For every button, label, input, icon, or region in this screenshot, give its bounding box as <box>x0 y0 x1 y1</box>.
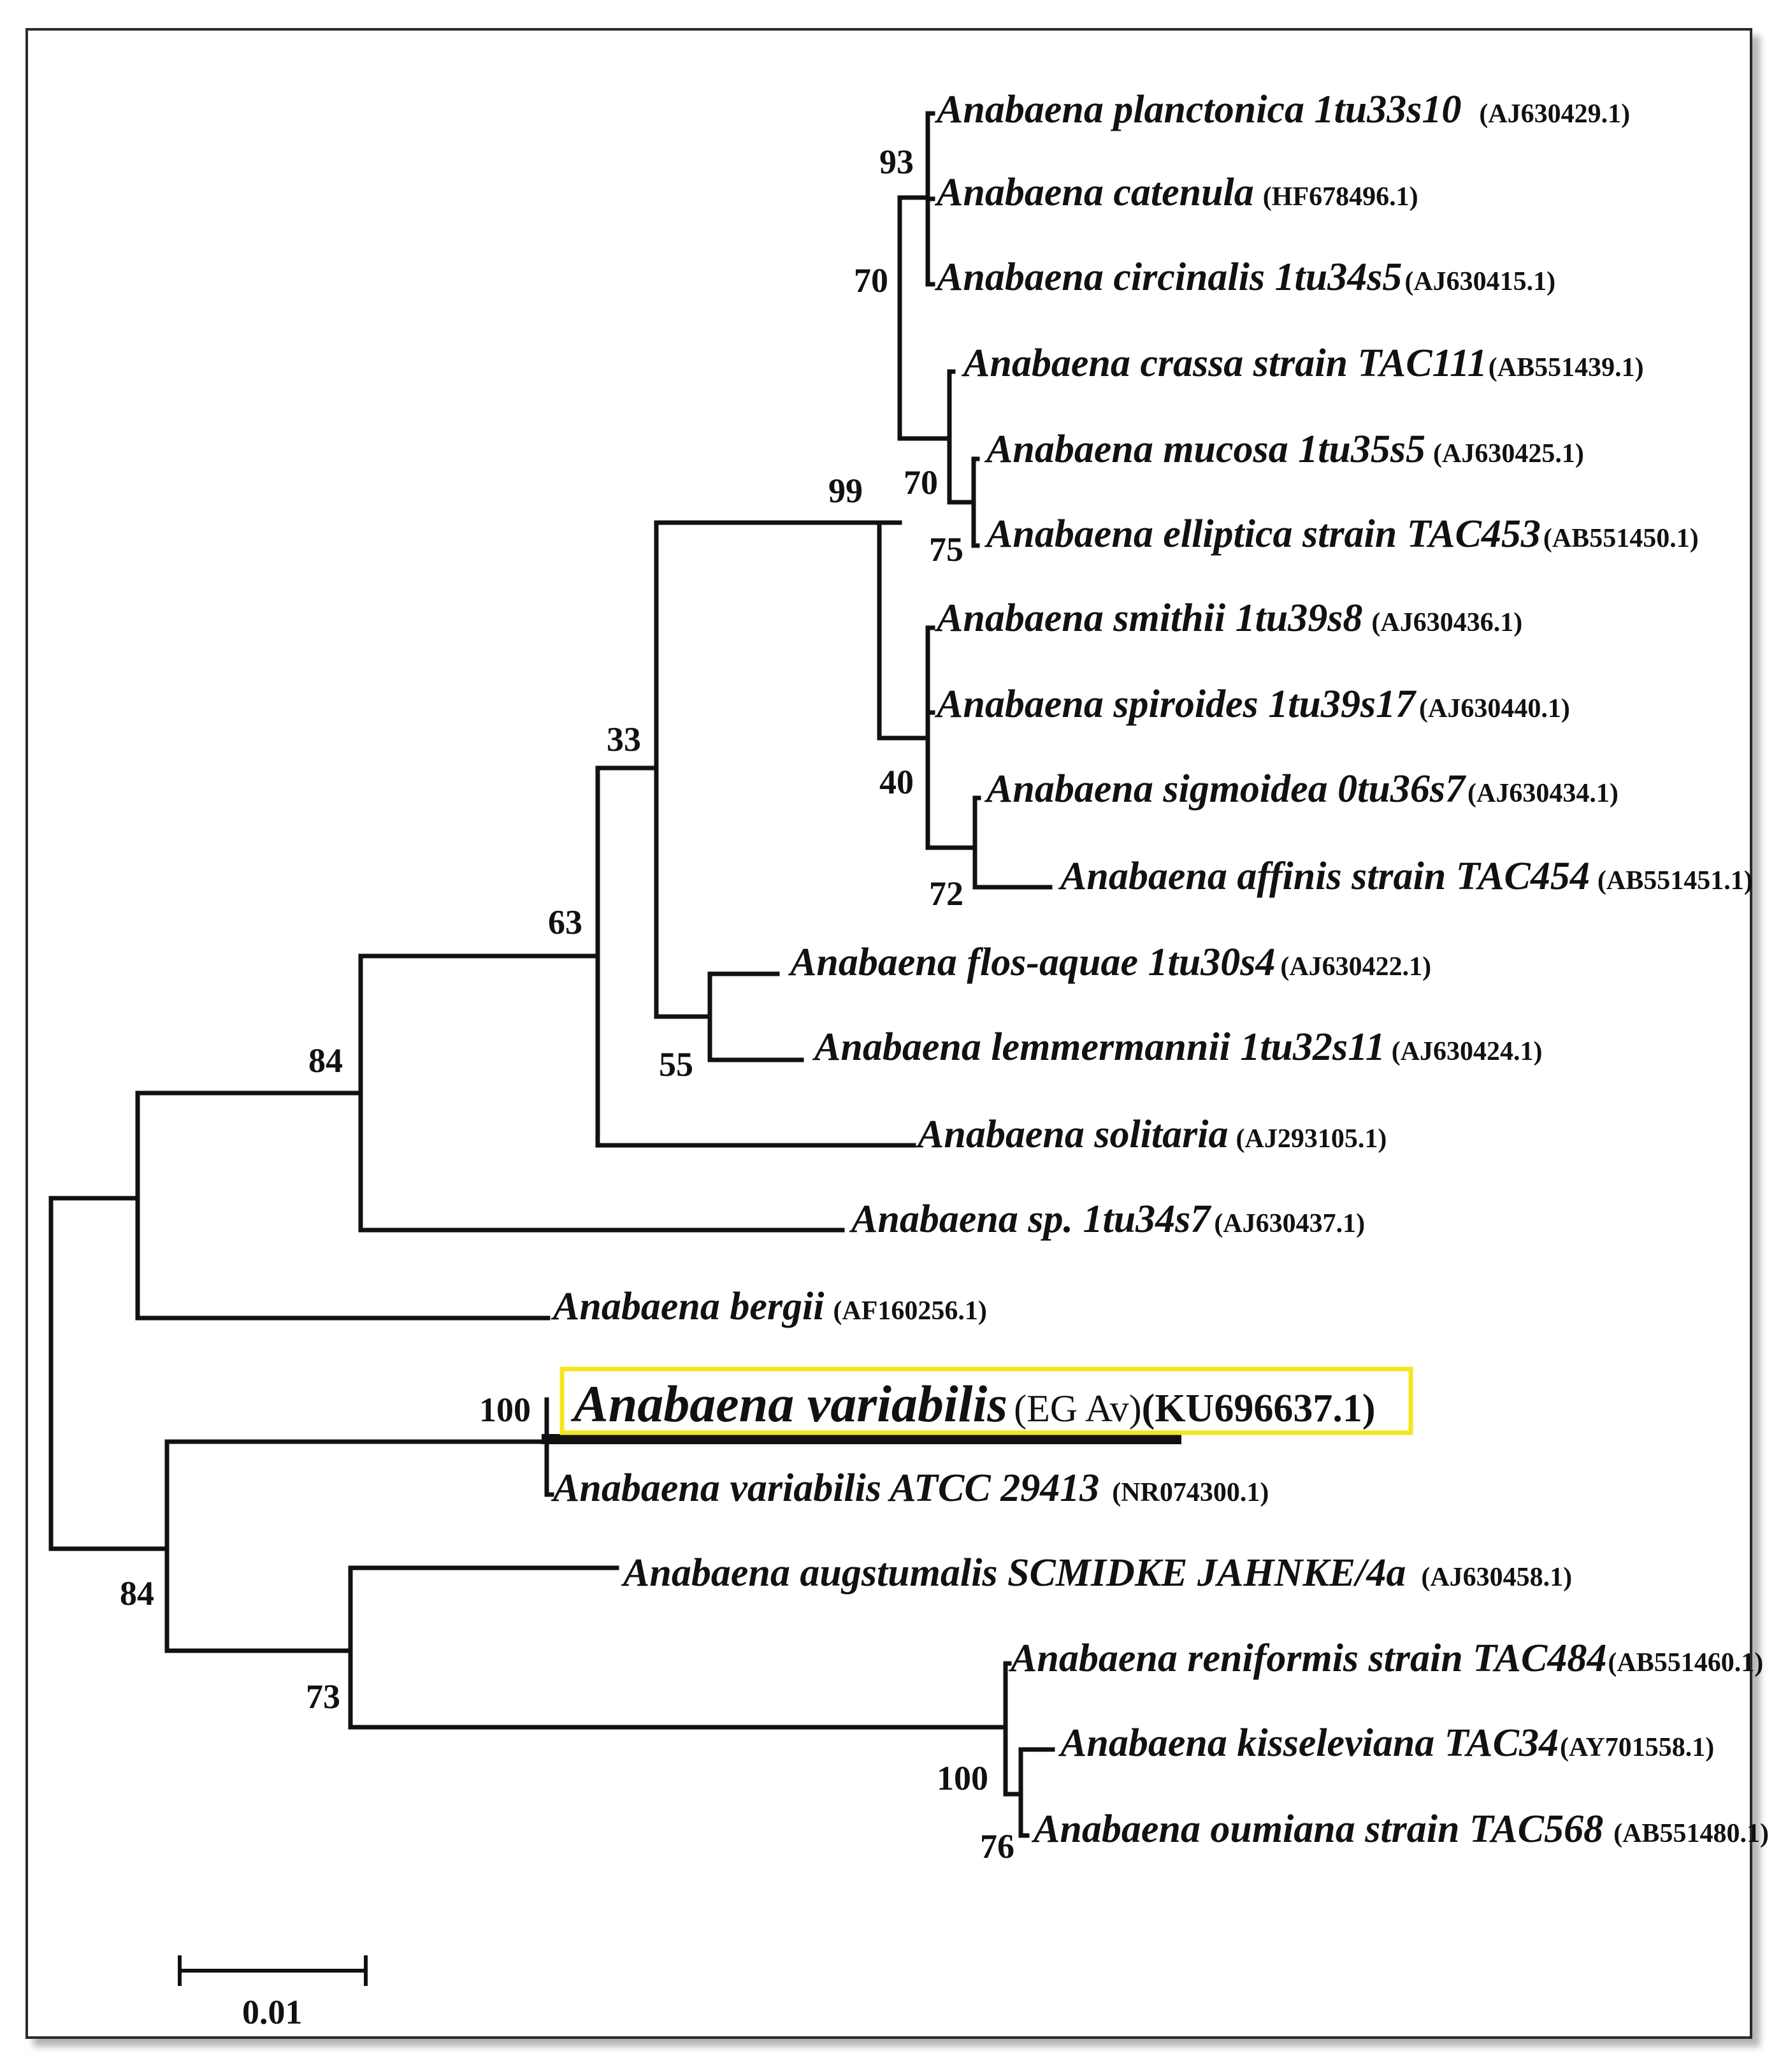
bootstrap-value: 99 <box>828 472 863 510</box>
taxon-label: Anabaena circinalis 1tu34s5(AJ630415.1) <box>934 256 1555 299</box>
taxon-label: Anabaena bergii(AF160256.1) <box>551 1285 987 1328</box>
bootstrap-values: 93 70 70 75 99 40 72 33 63 55 84 100 84 … <box>120 143 1014 1866</box>
scale-bar <box>178 1955 368 1986</box>
tree-branches <box>48 111 1181 1838</box>
bootstrap-value: 55 <box>659 1045 693 1083</box>
bootstrap-value: 84 <box>308 1041 343 1080</box>
bootstrap-value: 76 <box>980 1827 1014 1866</box>
taxon-label: Anabaena crassa strain TAC111(AB551439.1… <box>961 342 1644 385</box>
taxon-label: Anabaena variabilis ATCC 29413(NR074300.… <box>551 1467 1269 1510</box>
taxon-label: Anabaena kisseleviana TAC34(AY701558.1) <box>1058 1721 1714 1765</box>
bootstrap-value: 40 <box>879 763 914 801</box>
taxon-label: Anabaena planctonica 1tu33s10(AJ630429.1… <box>934 88 1630 131</box>
highlight-box <box>559 1366 1413 1435</box>
bootstrap-value: 70 <box>904 463 938 502</box>
taxon-label: Anabaena affinis strain TAC454(AB551451.… <box>1058 855 1753 898</box>
taxon-label: Anabaena smithii 1tu39s8(AJ630436.1) <box>934 597 1522 640</box>
taxon-label: Anabaena mucosa 1tu35s5(AJ630425.1) <box>984 428 1584 471</box>
taxon-label: Anabaena oumiana strain TAC568(AB551480.… <box>1031 1808 1769 1851</box>
taxon-label: Anabaena solitaria(AJ293105.1) <box>915 1113 1387 1156</box>
taxon-label: Anabaena sigmoidea 0tu36s7(AJ630434.1) <box>984 767 1619 811</box>
bootstrap-value: 75 <box>929 530 963 569</box>
taxon-label: Anabaena sp. 1tu34s7(AJ630437.1) <box>849 1198 1365 1241</box>
bootstrap-value: 73 <box>306 1677 340 1716</box>
taxon-label: Anabaena reniformis strain TAC484(AB5514… <box>1008 1637 1763 1680</box>
taxon-label: Anabaena augstumalis SCMIDKE JAHNKE/4a(A… <box>621 1551 1572 1595</box>
bootstrap-value: 93 <box>879 143 914 181</box>
bootstrap-value: 100 <box>479 1391 531 1429</box>
taxon-label: Anabaena flos-aquae 1tu30s4(AJ630422.1) <box>788 941 1431 984</box>
taxon-label: Anabaena elliptica strain TAC453(AB55145… <box>984 512 1699 556</box>
bootstrap-value: 63 <box>548 903 582 941</box>
bootstrap-value: 84 <box>120 1574 154 1612</box>
bootstrap-value: 33 <box>607 720 641 758</box>
bootstrap-value: 70 <box>854 261 888 300</box>
scale-bar-label: 0.01 <box>242 1993 303 2031</box>
taxon-label: Anabaena catenula(HF678496.1) <box>934 171 1418 214</box>
highlighted-taxon-label: Anabaena variabilis(EG Av)(KU696637.1) <box>570 1375 1375 1433</box>
taxon-label: Anabaena spiroides 1tu39s17(AJ630440.1) <box>934 683 1570 726</box>
bootstrap-value: 100 <box>937 1759 988 1797</box>
taxon-labels: Anabaena planctonica 1tu33s10(AJ630429.1… <box>551 88 1769 1851</box>
bootstrap-value: 72 <box>929 874 963 913</box>
figure-frame <box>25 28 1752 2039</box>
taxon-label: Anabaena lemmermannii 1tu32s11(AJ630424.… <box>812 1025 1543 1069</box>
